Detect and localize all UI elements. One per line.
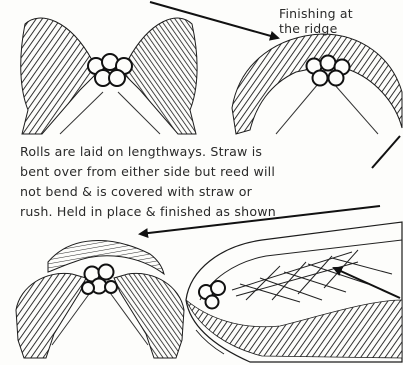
description-line: not bend & is covered with straw or (20, 182, 276, 202)
description-text: Rolls are laid on lengthways. Straw is b… (20, 142, 276, 222)
reed-slope-left (16, 273, 86, 358)
description-line: rush. Held in place & finished as shown (20, 202, 276, 222)
bottom-left-sketch (16, 241, 184, 358)
caption-line: the ridge (279, 21, 353, 36)
bottom-right-sketch (186, 222, 402, 362)
top-right-sketch (232, 34, 402, 134)
reed-slope-right (120, 18, 197, 134)
rafter-line (276, 84, 318, 134)
reed-slope-left (21, 18, 100, 134)
ridge-rolls (88, 54, 132, 86)
top-left-sketch (21, 18, 197, 134)
caption-line: Finishing at (279, 6, 353, 21)
arrow-stem-right (372, 136, 400, 168)
caption-finishing-at-ridge: Finishing at the ridge (279, 6, 353, 36)
ridge-rolls (307, 56, 350, 86)
rafter-line (334, 84, 378, 134)
description-line: Rolls are laid on lengthways. Straw is (20, 142, 276, 162)
ridge-rolls (82, 265, 117, 295)
description-line: bent over from either side but reed will (20, 162, 276, 182)
reed-slope-right (114, 273, 184, 358)
